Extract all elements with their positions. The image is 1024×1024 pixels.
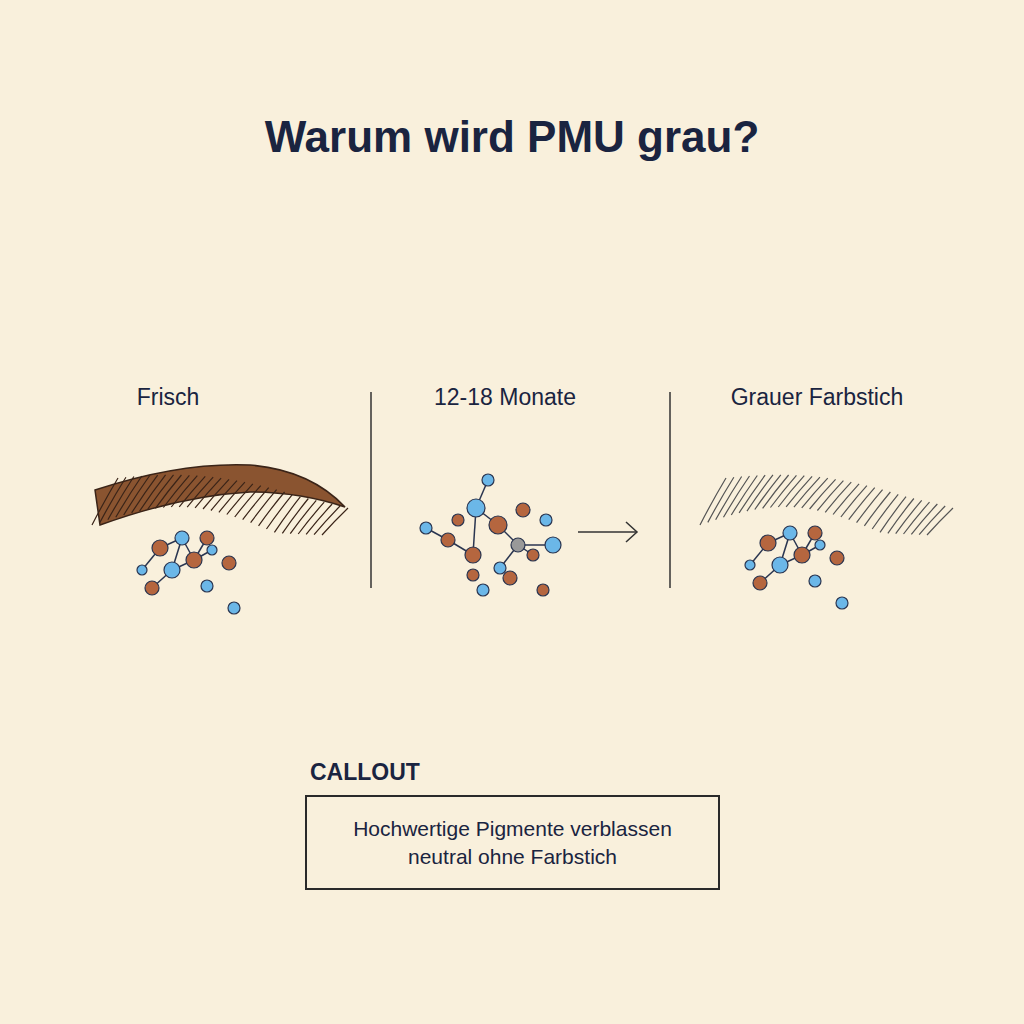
atom (537, 584, 549, 596)
atom (137, 565, 147, 575)
hair-stroke (92, 478, 118, 525)
atom (482, 474, 494, 486)
divider (370, 392, 372, 588)
hair-stroke (179, 476, 205, 507)
atom (467, 569, 479, 581)
atom (527, 549, 539, 561)
atom (830, 551, 844, 565)
hair-stroke (163, 475, 189, 507)
hair-stroke (927, 508, 953, 535)
atom (201, 580, 213, 592)
hair-stroke (896, 500, 922, 533)
hair-stroke (716, 477, 742, 520)
atom (545, 537, 561, 553)
hair-stroke (794, 477, 820, 507)
hair-stroke (148, 475, 174, 510)
hair-stroke (739, 475, 765, 513)
pigment-molecules (137, 474, 848, 614)
hair-stroke (155, 475, 181, 508)
hair-stroke (747, 475, 773, 511)
atom (465, 547, 481, 563)
hair-stroke (888, 499, 914, 534)
atom (808, 526, 822, 540)
atom (207, 545, 217, 555)
stage-label: Grauer Farbstich (667, 384, 967, 411)
hair-stroke (723, 476, 749, 517)
atom (152, 540, 168, 556)
hair-stroke (904, 502, 930, 534)
hair-stroke (778, 476, 804, 507)
atom (794, 547, 810, 563)
hair-stroke (100, 477, 126, 522)
hair-stroke (282, 499, 308, 534)
brow-hairs (92, 475, 348, 535)
hair-stroke (171, 476, 197, 507)
hair-stroke (700, 478, 726, 525)
hair-stroke (140, 475, 166, 511)
hair-stroke (132, 475, 158, 513)
atom (809, 575, 821, 587)
atom (836, 597, 848, 609)
stage-label: 12-18 Monate (355, 384, 655, 411)
atom (783, 526, 797, 540)
hair-stroke (124, 476, 150, 516)
atom (467, 499, 485, 517)
atom (452, 514, 464, 526)
hair-stroke (108, 477, 134, 520)
hair-stroke (322, 508, 348, 535)
hair-stroke (290, 500, 316, 533)
hair-stroke (763, 475, 789, 508)
stage-label: Frisch (18, 384, 318, 411)
callout-box: CALLOUTHochwertige Pigmente verblassen n… (305, 795, 720, 890)
arrow (578, 531, 636, 533)
atom (186, 552, 202, 568)
atom (477, 584, 489, 596)
atom (511, 538, 525, 552)
divider (669, 392, 671, 588)
atom (420, 522, 432, 534)
atom (494, 562, 506, 574)
atom (540, 514, 552, 526)
hair-stroke (786, 476, 812, 507)
atom (222, 556, 236, 570)
atom (745, 560, 755, 570)
fresh-brow (95, 465, 345, 525)
atom (489, 516, 507, 534)
atom (503, 571, 517, 585)
hair-stroke (116, 476, 142, 517)
atom (772, 557, 788, 573)
atom (228, 602, 240, 614)
hair-stroke (708, 477, 734, 522)
atom (164, 562, 180, 578)
atom (200, 531, 214, 545)
atom (760, 535, 776, 551)
hair-stroke (187, 477, 213, 507)
atom (175, 531, 189, 545)
arrow-head (626, 522, 637, 542)
atom (145, 581, 159, 595)
hair-stroke (755, 475, 781, 510)
faded-brow (700, 475, 953, 535)
hair-stroke (731, 476, 757, 516)
atom (441, 533, 455, 547)
atom (753, 576, 767, 590)
atom (516, 503, 530, 517)
callout-text: Hochwertige Pigmente verblassen neutral … (337, 815, 688, 870)
callout-heading: CALLOUT (310, 759, 420, 786)
hair-stroke (770, 475, 796, 507)
atom (815, 540, 825, 550)
title: Warum wird PMU grau? (0, 112, 1024, 162)
